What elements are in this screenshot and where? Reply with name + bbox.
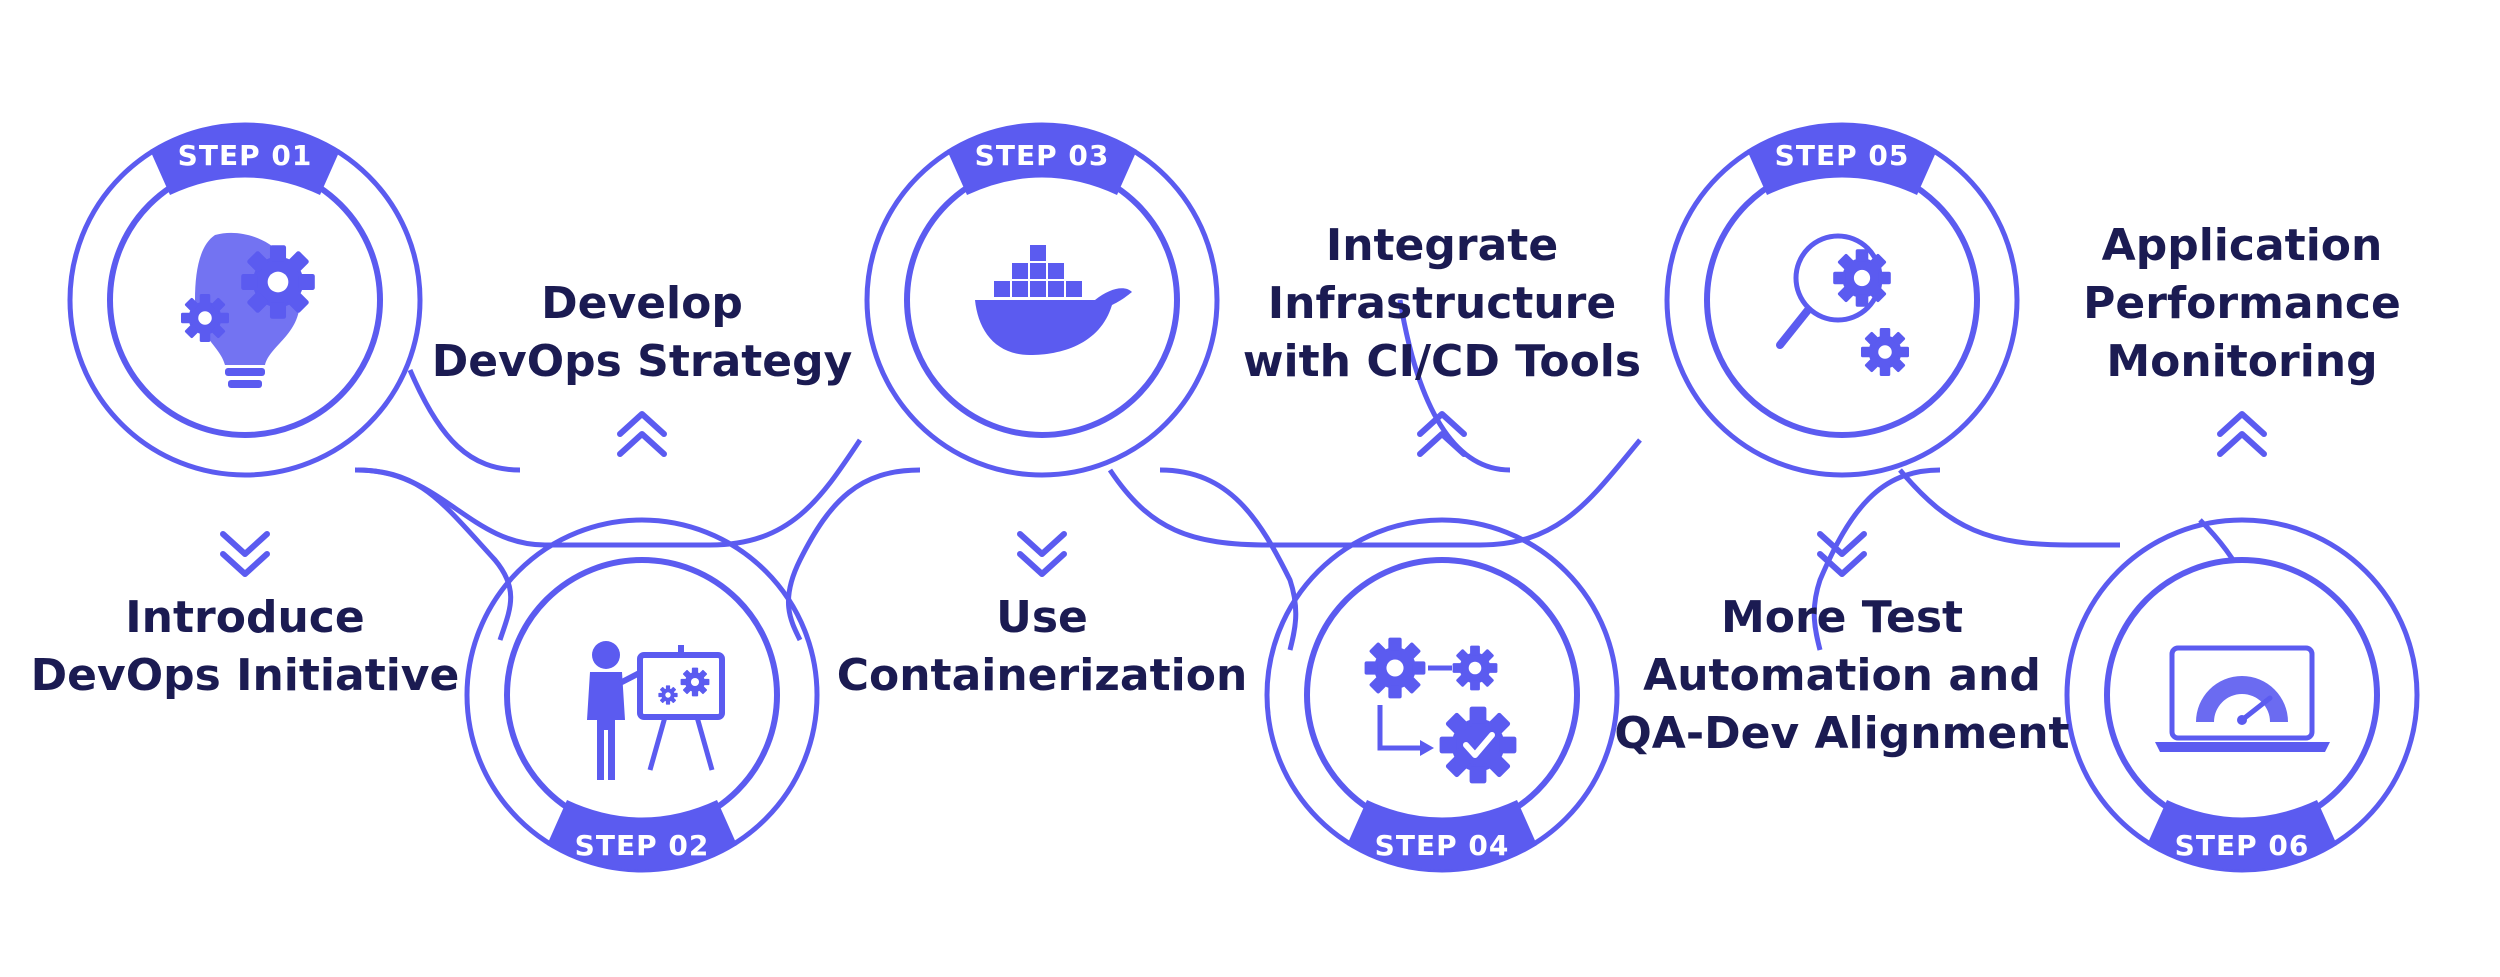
title-line: with CI/CD Tools xyxy=(1243,336,1641,387)
title-line: More Test xyxy=(1721,592,1963,643)
badge-step-01: STEP 01 xyxy=(150,125,340,195)
title-step-02: Develop DevOps Strategy xyxy=(432,278,853,387)
title-line: Application xyxy=(2102,220,2383,271)
chevron-down-icon xyxy=(1020,534,1064,574)
badge-label: STEP 02 xyxy=(575,829,710,862)
badge-label: STEP 05 xyxy=(1775,139,1910,172)
connector-path xyxy=(354,299,2263,651)
badge-label: STEP 03 xyxy=(975,139,1110,172)
title-line: DevOps Initiative xyxy=(31,650,460,701)
title-step-06: Application Performance Monitoring xyxy=(2083,220,2401,387)
title-line: Performance xyxy=(2083,278,2401,329)
title-step-04: Integrate Infrastructure with CI/CD Tool… xyxy=(1243,220,1641,387)
laptop-gauge-icon xyxy=(2155,645,2330,752)
badge-step-04: STEP 04 xyxy=(1347,800,1537,870)
chevron-up-icon xyxy=(2220,414,2264,454)
title-line: Develop xyxy=(541,278,743,329)
gears-check-icon xyxy=(1364,637,1517,784)
title-line: Monitoring xyxy=(2106,336,2377,387)
title-step-03: Use Containerization xyxy=(837,592,1248,701)
title-line: Infrastructure xyxy=(1268,278,1616,329)
title-line: Integrate xyxy=(1326,220,1558,271)
chevron-down-icon xyxy=(223,534,267,574)
badge-label: STEP 06 xyxy=(2175,829,2310,862)
lightbulb-gears-icon xyxy=(181,232,315,388)
title-line: Use xyxy=(996,592,1088,643)
docker-whale-icon xyxy=(975,245,1132,355)
chevron-up-icon xyxy=(620,414,664,454)
presenter-board-icon xyxy=(587,641,725,780)
title-step-01: Introduce DevOps Initiative xyxy=(31,592,460,701)
badge-label: STEP 01 xyxy=(178,139,313,172)
magnifier-gear-icon xyxy=(1776,233,1909,376)
title-line: Automation and xyxy=(1643,650,2041,701)
title-line: Introduce xyxy=(125,592,364,643)
badge-step-06: STEP 06 xyxy=(2147,800,2337,870)
ring-step-04 xyxy=(1264,517,1620,873)
badge-step-03: STEP 03 xyxy=(947,125,1137,195)
title-step-05: More Test Automation and QA-Dev Alignmen… xyxy=(1614,592,2069,759)
badge-step-02: STEP 02 xyxy=(547,800,737,870)
badge-label: STEP 04 xyxy=(1375,829,1510,862)
title-line: DevOps Strategy xyxy=(432,336,853,387)
title-line: QA-Dev Alignment xyxy=(1614,708,2069,759)
badge-step-05: STEP 05 xyxy=(1747,125,1937,195)
chevron-up-icon xyxy=(1420,414,1464,454)
title-line: Containerization xyxy=(837,650,1248,701)
